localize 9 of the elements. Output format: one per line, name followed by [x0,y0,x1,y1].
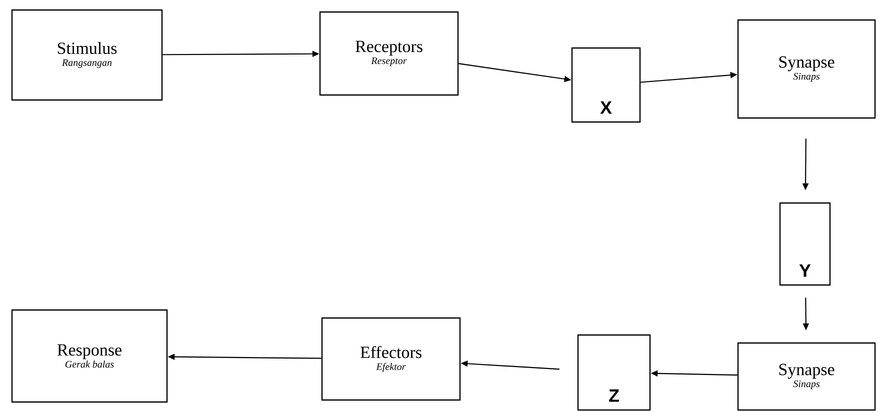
process-box: Synapse Sinaps [737,342,876,411]
letter-box: X [571,47,641,123]
process-box: Effectors Efektor [321,317,461,401]
process-box: Stimulus Rangsangan [11,9,163,101]
process-box: Receptors Reseptor [319,11,459,96]
letter-box: Z [577,334,651,411]
letter-box: Y [779,202,831,286]
process-box: Response Gerak balas [11,309,168,403]
process-box: Synapse Sinaps [737,19,876,119]
